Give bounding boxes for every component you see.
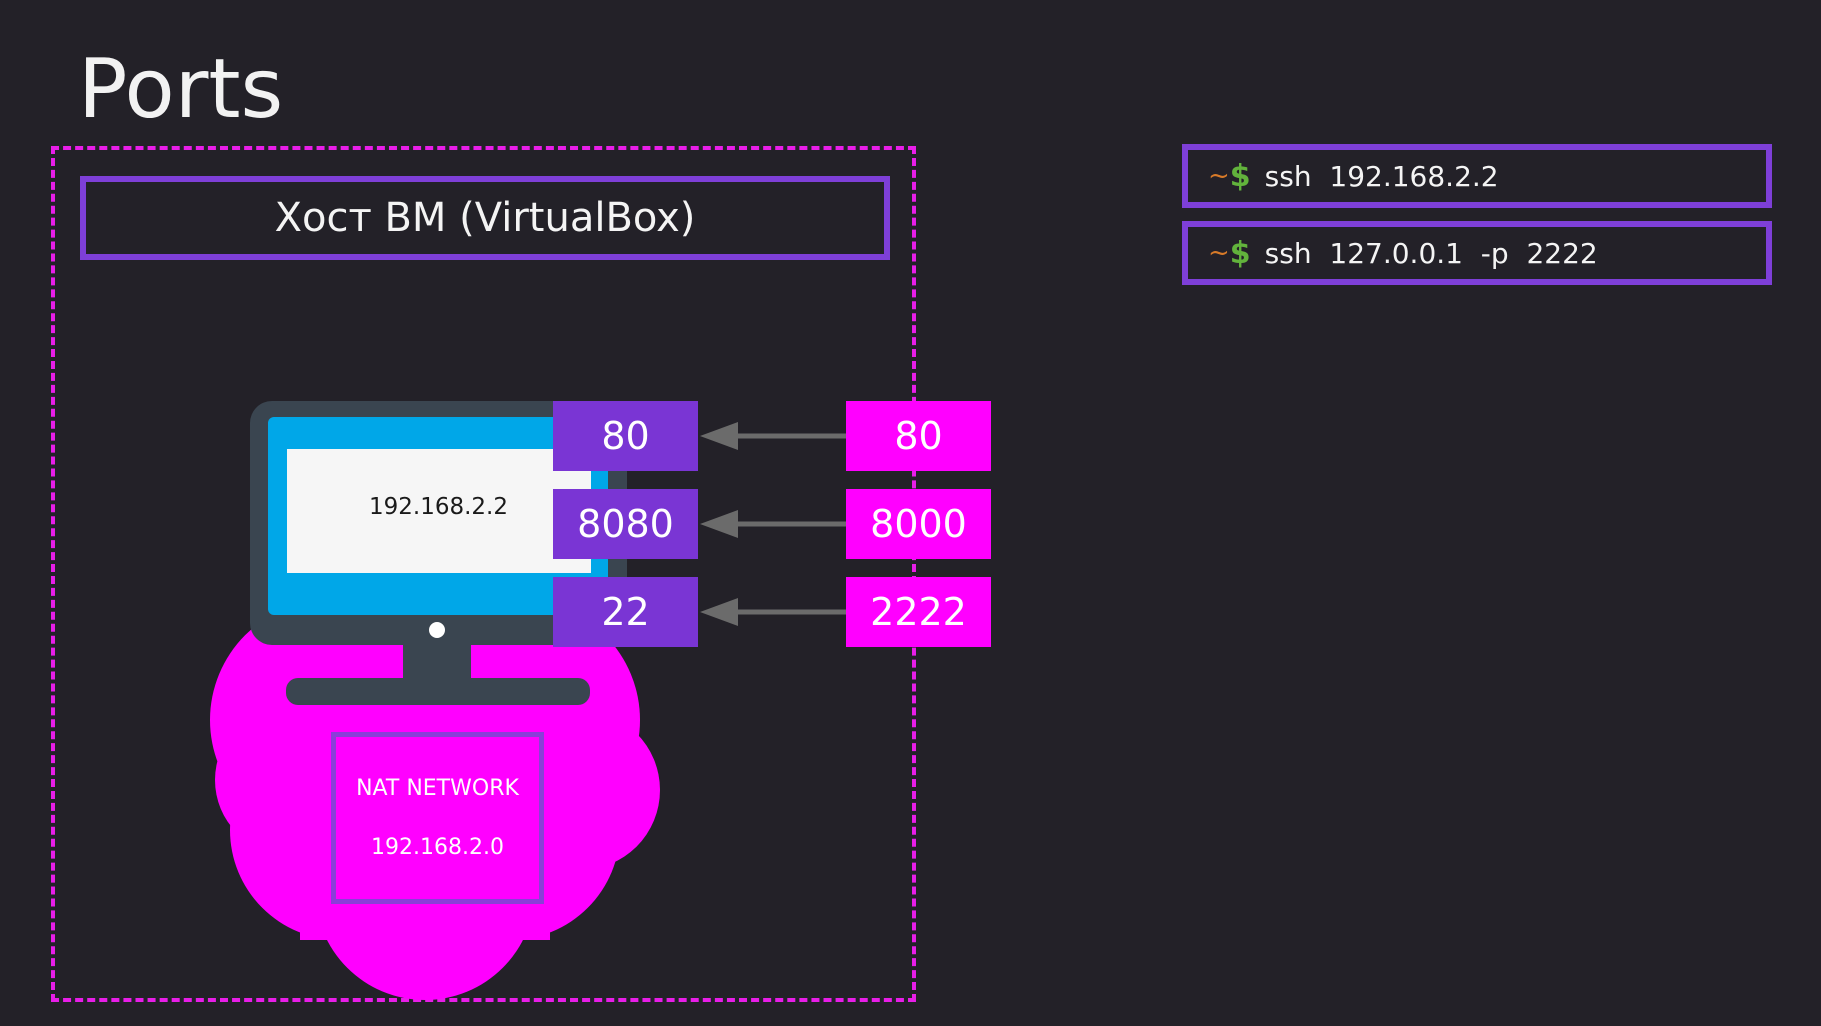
prompt-tilde: ~ xyxy=(1208,238,1230,268)
command-text: ssh 127.0.0.1 -p 2222 xyxy=(1264,236,1598,270)
host-port-8000: 8000 xyxy=(846,489,991,559)
monitor-icon xyxy=(250,401,627,705)
page-title: Ports xyxy=(78,42,284,137)
command-text: ssh 192.168.2.2 xyxy=(1264,159,1499,193)
prompt-tilde: ~ xyxy=(1208,161,1230,191)
port-forward-arrows xyxy=(700,422,846,626)
prompt-dollar: $ xyxy=(1229,158,1251,194)
host-vm-label: Хост ВМ (VirtualBox) xyxy=(80,176,890,260)
nat-network-name: NAT NETWORK xyxy=(356,776,519,801)
vm-ip-label: 192.168.2.2 xyxy=(369,494,508,520)
guest-port-8080: 8080 xyxy=(553,489,698,559)
guest-port-80: 80 xyxy=(553,401,698,471)
command-ssh-direct: ~$ ssh 192.168.2.2 xyxy=(1182,144,1772,208)
prompt-dollar: $ xyxy=(1229,235,1251,271)
host-port-2222: 2222 xyxy=(846,577,991,647)
host-port-80: 80 xyxy=(846,401,991,471)
nat-network-box: NAT NETWORK 192.168.2.0 xyxy=(331,732,544,904)
nat-network-subnet: 192.168.2.0 xyxy=(371,835,504,860)
guest-port-22: 22 xyxy=(553,577,698,647)
host-vm-frame xyxy=(51,146,916,1002)
command-ssh-forwarded: ~$ ssh 127.0.0.1 -p 2222 xyxy=(1182,221,1772,285)
